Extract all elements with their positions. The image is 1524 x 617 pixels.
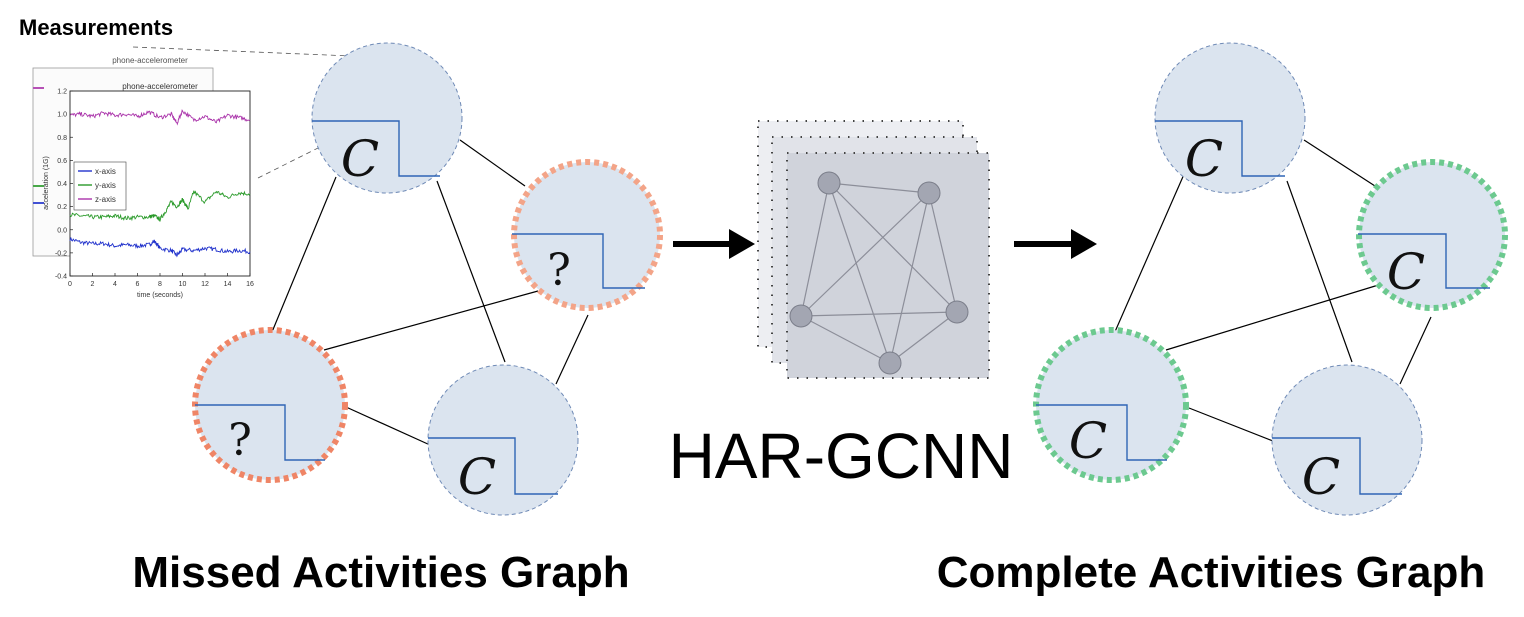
- background-chart-title: phone-accelerometer: [112, 56, 188, 65]
- x-tick-label: 6: [136, 281, 140, 288]
- arrow-head: [729, 229, 755, 259]
- chart-ylabel: acceleration (1G): [43, 156, 50, 210]
- step-line: [195, 404, 325, 461]
- graph-nodes: C ? ? C C C C: [192, 42, 1508, 516]
- complete-graph-title: Complete Activities Graph: [937, 548, 1486, 597]
- measurements-label: Measurements: [19, 15, 173, 40]
- model-graph-nodes: [789, 171, 969, 375]
- completed-symbol: C: [1069, 412, 1107, 470]
- legend-label: x-axis: [95, 167, 116, 176]
- series-line: [69, 237, 251, 258]
- x-tick-label: 8: [158, 281, 162, 288]
- legend-box: [73, 161, 127, 211]
- y-tick-label: -0.2: [55, 250, 67, 257]
- unknown-symbol: ?: [228, 415, 252, 466]
- step-line: [428, 437, 558, 495]
- chart-xlabel: time (seconds): [137, 292, 183, 299]
- step-line: [312, 120, 440, 177]
- chart-title: phone-accelerometer: [122, 82, 198, 91]
- model-node: [789, 304, 813, 328]
- chart-plot-area: [69, 90, 251, 277]
- series-line: [69, 109, 251, 126]
- model-graph-edges: [800, 182, 958, 364]
- missed-graph-title: Missed Activities Graph: [132, 548, 629, 597]
- step-line: [1272, 437, 1402, 495]
- complete-graph-edges: [1113, 139, 1432, 442]
- x-tick-label: 12: [201, 281, 209, 288]
- x-tick-label: 2: [91, 281, 95, 288]
- x-tick-label: 4: [113, 281, 117, 288]
- edge: [459, 139, 526, 187]
- node-known: C: [311, 42, 463, 194]
- y-tick-label: 0.6: [57, 158, 67, 165]
- edge: [345, 406, 431, 446]
- edge: [271, 176, 337, 333]
- arrow-head: [1071, 229, 1097, 259]
- edge: [1113, 171, 1186, 335]
- gcnn-model-graphic: [757, 120, 990, 379]
- edge: [1399, 316, 1432, 385]
- y-tick-label: 0.0: [57, 227, 67, 234]
- y-tick-label: -0.4: [55, 274, 67, 281]
- chart-series: [69, 109, 251, 258]
- y-tick-label: 0.2: [57, 204, 67, 211]
- model-node: [817, 171, 841, 195]
- step-line: [512, 233, 645, 289]
- model-node: [878, 351, 902, 375]
- model-node: [917, 181, 941, 205]
- node-known: C: [427, 364, 579, 516]
- legend-label: y-axis: [95, 181, 116, 190]
- chart-legend: x-axis y-axis z-axis: [73, 161, 127, 211]
- node-completed: C: [1033, 327, 1189, 483]
- missed-graph-edges: [271, 139, 589, 446]
- node-missing: ?: [511, 159, 663, 311]
- known-symbol: C: [341, 130, 379, 188]
- known-symbol: C: [458, 448, 496, 506]
- node-completed: C: [1356, 159, 1508, 311]
- known-symbol: C: [1302, 448, 1340, 506]
- model-node: [945, 300, 969, 324]
- arrow-from-model: [1014, 229, 1097, 259]
- edge: [1303, 139, 1376, 187]
- edge: [1188, 407, 1274, 442]
- edge: [323, 290, 539, 351]
- step-line: [1155, 120, 1285, 177]
- accelerometer-chart: phone-accelerometer time (seconds) accel…: [43, 82, 254, 299]
- x-tick-label: 0: [68, 281, 72, 288]
- node-known: C: [1154, 42, 1306, 194]
- feature-layer: [786, 152, 990, 379]
- x-tick-label: 10: [179, 281, 187, 288]
- node-known: C: [1271, 364, 1423, 516]
- edge: [436, 180, 506, 363]
- y-tick-label: 0.4: [57, 181, 67, 188]
- legend-label: z-axis: [95, 195, 116, 204]
- x-tick-label: 14: [224, 281, 232, 288]
- edge: [1286, 180, 1353, 363]
- y-tick-label: 1.2: [57, 89, 67, 96]
- step-line: [1036, 404, 1167, 461]
- unknown-symbol: ?: [547, 245, 571, 296]
- edge: [1165, 282, 1386, 351]
- y-tick-label: 0.8: [57, 135, 67, 142]
- edge: [555, 314, 589, 385]
- chart-ticks: 0 2 4 6 8 10 12 14 16 -0.4 -0.2 0.0 0.2 0.4 0.6 0.8 1.0 1…: [55, 89, 254, 289]
- step-line: [1358, 233, 1490, 289]
- x-tick-label: 16: [246, 281, 254, 288]
- completed-symbol: C: [1387, 243, 1425, 301]
- y-tick-label: 1.0: [57, 112, 67, 119]
- series-line: [69, 190, 251, 222]
- arrow-to-model: [673, 229, 755, 259]
- node-missing: ?: [192, 327, 348, 483]
- known-symbol: C: [1185, 130, 1223, 188]
- model-name: HAR-GCNN: [669, 420, 1014, 492]
